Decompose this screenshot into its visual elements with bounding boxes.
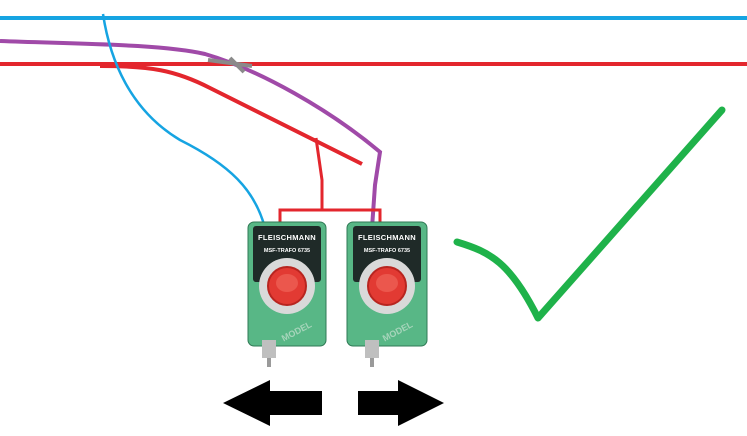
red-diverging-wire [99,64,363,166]
model-label: MSF-TRAFO 6735 [264,248,310,254]
purple-wire [0,39,383,229]
red-feed-wire [278,137,382,228]
model-label: MSF-TRAFO 6735 [364,248,410,254]
controller-right[interactable]: FLEISCHMANN MSF-TRAFO 6735 MODEL [346,221,428,367]
brand-label: FLEISCHMANN [258,233,316,242]
controller-left[interactable]: FLEISCHMANN MSF-TRAFO 6735 MODEL [247,221,327,367]
blue-feed-wire [101,13,267,229]
brand-label: FLEISCHMANN [358,233,416,242]
arrow-left-icon [223,380,322,426]
check-mark-icon [453,106,726,322]
arrow-right-icon [358,380,444,426]
grey-insulator [207,56,253,74]
